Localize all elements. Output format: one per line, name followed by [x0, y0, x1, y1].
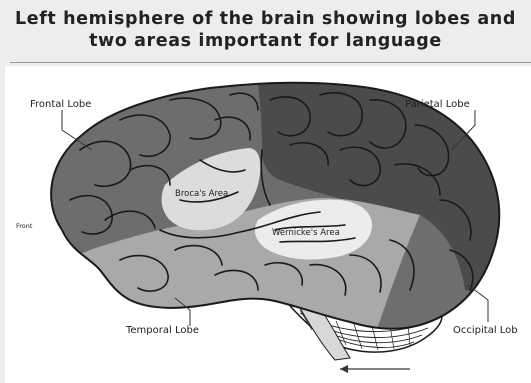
frontal-lobe-label: Frontal Lobe [30, 99, 91, 110]
scale-arrow-icon [340, 365, 410, 373]
occipital-lobe-label: Occipital Lob [453, 325, 518, 336]
front-label: Front [16, 222, 33, 230]
parietal-lobe-label: Parietal Lobe [405, 99, 470, 110]
temporal-lobe-label: Temporal Lobe [125, 325, 199, 336]
wernickes-area-label: Wernicke's Area [272, 228, 340, 238]
brocas-area-label: Broca's Area [175, 189, 228, 199]
